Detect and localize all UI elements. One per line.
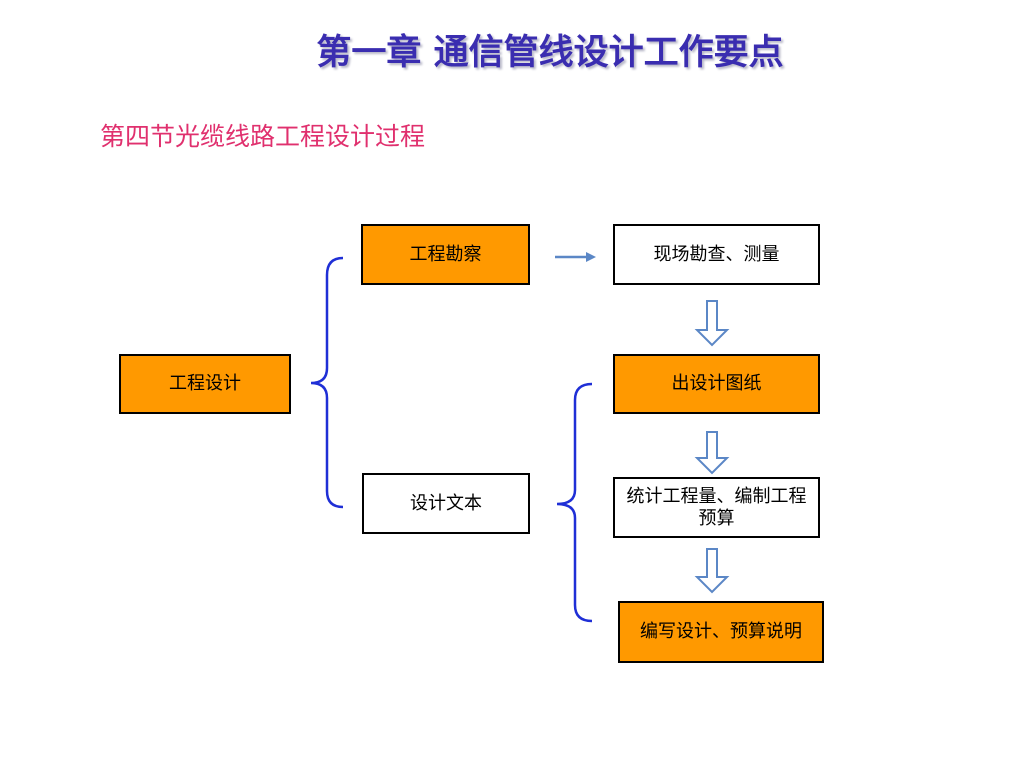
- section-subtitle: 第四节光缆线路工程设计过程: [100, 122, 426, 151]
- box-survey: 工程勘察: [361, 224, 530, 285]
- box-drawings: 出设计图纸: [613, 354, 820, 414]
- box-site-survey: 现场勘查、测量: [613, 224, 820, 285]
- brace-right: [556, 382, 593, 623]
- box-write-docs: 编写设计、预算说明: [618, 601, 824, 663]
- down-arrow-icon-3: [694, 548, 730, 594]
- down-arrow-icon-2: [694, 431, 730, 475]
- brace-left: [310, 256, 344, 509]
- box-design-text: 设计文本: [362, 473, 530, 534]
- down-arrow-icon-1: [694, 300, 730, 347]
- box-statistics: 统计工程量、编制工程预算: [613, 477, 820, 538]
- box-engineering-design: 工程设计: [119, 354, 291, 414]
- arrow-right-icon: [555, 252, 596, 262]
- page-title: 第一章 通信管线设计工作要点: [316, 33, 784, 73]
